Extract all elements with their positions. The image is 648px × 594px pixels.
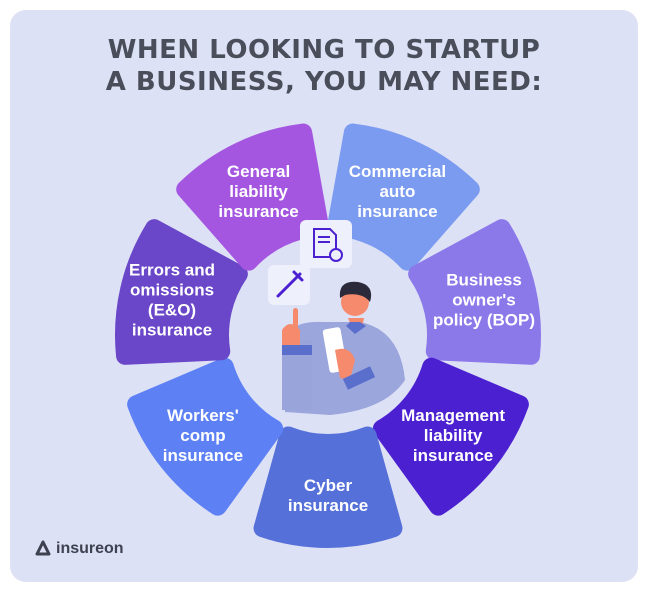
segment-label-line: Errors and (129, 260, 215, 279)
segment-0 (326, 123, 480, 271)
segment-label-line: policy (BOP) (433, 310, 535, 329)
segment-label-line: Cyber (304, 476, 353, 495)
segment-2 (372, 357, 529, 516)
page-title: WHEN LOOKING TO STARTUP A BUSINESS, YOU … (105, 35, 543, 97)
segment-6 (176, 123, 330, 271)
segment-5 (115, 219, 248, 365)
segment-label-line: auto (379, 182, 415, 201)
segment-label-line: Business (446, 270, 522, 289)
segment-label-line: insurance (357, 202, 437, 221)
insureon-logo-icon (35, 540, 51, 556)
segment-label-line: Workers' (167, 406, 239, 425)
segment-1 (408, 219, 541, 365)
segment-label-line: Management (401, 406, 505, 425)
segment-label-line: insurance (218, 202, 298, 221)
person-illustration (282, 281, 405, 415)
segment-label-line: insurance (132, 320, 212, 339)
segment-label-line: General (227, 162, 290, 181)
insureon-logo: insureon (34, 540, 124, 558)
segment-label-line: insurance (413, 446, 493, 465)
segment-label-line: insurance (163, 446, 243, 465)
segment-label-line: comp (180, 426, 225, 445)
segment-label-line: Commercial (349, 162, 446, 181)
segment-4 (127, 357, 284, 516)
segment-label-line: liability (424, 426, 483, 445)
segment-label-line: owner's (452, 290, 516, 309)
document-badge-icon (300, 220, 352, 268)
segment-3 (253, 426, 403, 548)
segment-label-line: insurance (288, 496, 368, 515)
segment-label-line: liability (229, 182, 288, 201)
segment-label-line: (E&O) (148, 300, 196, 319)
crutch-icon (268, 265, 310, 305)
segment-label-line: omissions (130, 280, 214, 299)
